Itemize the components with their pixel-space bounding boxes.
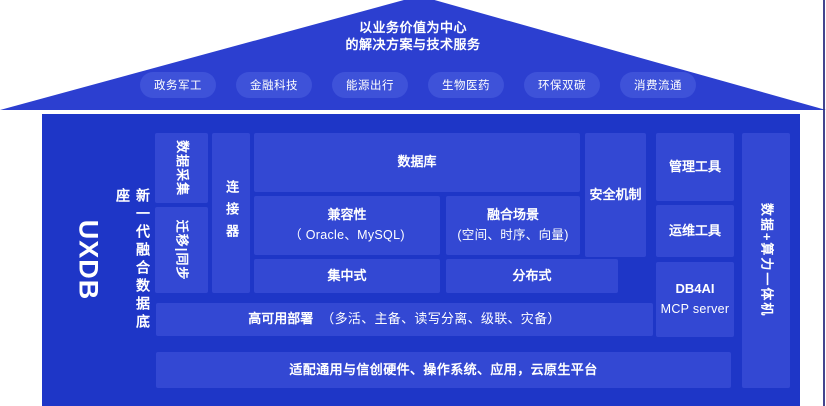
brand-logo: UXDB: [73, 219, 104, 301]
box-data-compute-appliance: 数据+算力一体机: [742, 133, 790, 388]
box-compatibility-sub: （ Oracle、MySQL): [289, 228, 405, 243]
box-migrate-sync: 迁移|同步: [155, 207, 208, 293]
roof-triangle: 以业务价值为中心 的解决方案与技术服务 政务军工 金融科技 能源出行 生物医药 …: [0, 0, 826, 110]
box-mcp-server: MCP server: [660, 302, 730, 317]
brand-tagline: 新一代融合数据底座: [115, 188, 151, 332]
box-connector: 连接器: [212, 133, 250, 293]
box-database: 数据库: [254, 133, 580, 192]
industry-pill: 金融科技: [236, 72, 312, 98]
industry-pill: 政务军工: [140, 72, 216, 98]
roof-title-line2: 的解决方案与技术服务: [345, 37, 481, 52]
industry-pill-row: 政务军工 金融科技 能源出行 生物医药 环保双碳 消费流通: [10, 72, 826, 98]
box-centralized: 集中式: [254, 259, 440, 293]
box-db4ai-mcp: DB4AI MCP server: [656, 262, 734, 337]
box-high-availability: 高可用部署 （多活、主备、读写分离、级联、灾备）: [156, 303, 653, 336]
box-management-tools: 管理工具: [656, 133, 734, 201]
box-ha-title: 高可用部署: [248, 311, 314, 327]
box-data-collect: 数据采集: [155, 133, 208, 203]
box-security: 安全机制: [585, 133, 646, 257]
box-db4ai-title: DB4AI: [675, 281, 715, 297]
industry-pill: 能源出行: [332, 72, 408, 98]
roof-title: 以业务价值为中心 的解决方案与技术服务: [0, 19, 826, 53]
industry-pill: 生物医药: [428, 72, 504, 98]
platform-board: UXDB 新一代融合数据底座 数据采集 迁移|同步 连接器 数据库 兼容性 （ …: [42, 114, 800, 406]
box-compatibility: 兼容性 （ Oracle、MySQL): [254, 196, 440, 255]
box-ha-sub: （多活、主备、读写分离、级联、灾备）: [321, 311, 561, 327]
box-distributed: 分布式: [446, 259, 618, 293]
box-fusion-scenarios: 融合场景 (空间、时序、向量): [446, 196, 580, 255]
screen-right-edge-line: [823, 0, 825, 406]
box-fusion-title: 融合场景: [486, 207, 539, 223]
box-ops-tools: 运维工具: [656, 205, 734, 257]
roof-title-line1: 以业务价值为中心: [358, 20, 467, 35]
box-fusion-sub: (空间、时序、向量): [457, 228, 569, 243]
industry-pill: 消费流通: [620, 72, 696, 98]
box-compatibility-title: 兼容性: [327, 207, 367, 223]
box-adaptation: 适配通用与信创硬件、操作系统、应用，云原生平台: [156, 352, 731, 388]
industry-pill: 环保双碳: [524, 72, 600, 98]
